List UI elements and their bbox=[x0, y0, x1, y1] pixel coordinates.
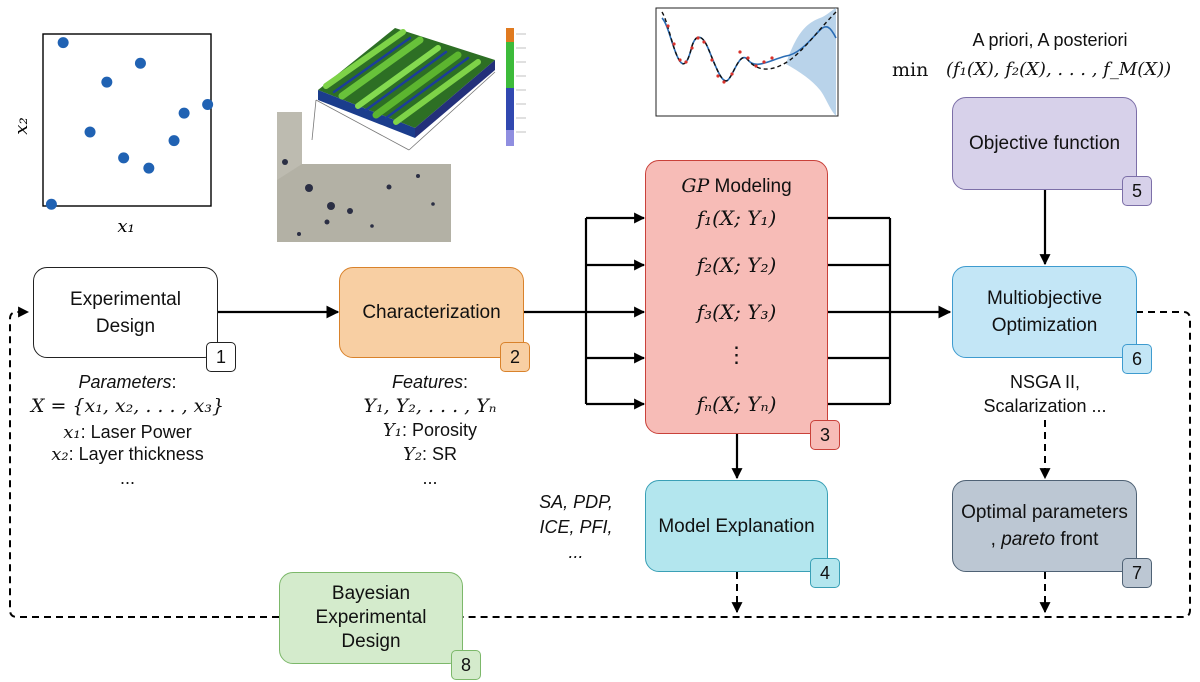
gp-modeling-word: Modeling bbox=[709, 176, 792, 197]
scatter-point bbox=[202, 99, 214, 111]
optimization-methods-line1: NSGA II, bbox=[1009, 372, 1081, 392]
characterization-box[interactable]: Characterization bbox=[339, 267, 524, 358]
microscopy-image bbox=[277, 112, 451, 242]
feature-y1-text: : Porosity bbox=[402, 420, 478, 440]
parameters-set: X = {x₁, x₂, . . . , x₃} bbox=[30, 395, 225, 417]
scatter-point bbox=[57, 37, 69, 49]
step-badge-5: 5 bbox=[1122, 176, 1152, 206]
scatter-point bbox=[101, 76, 113, 88]
multiobjective-label-line1: Multiobjective bbox=[986, 288, 1103, 309]
multiobjective-label-line2: Optimization bbox=[991, 315, 1098, 336]
features-more: ... bbox=[422, 468, 438, 488]
parameter-x1-symbol: x₁ bbox=[63, 422, 81, 443]
gp-model-2: f₂(X; Y₂) bbox=[696, 253, 777, 277]
scatter-point bbox=[168, 135, 180, 147]
gp-modeling-title: GP Modeling bbox=[681, 173, 791, 200]
model-explanation-label: Model Explanation bbox=[658, 515, 815, 537]
scatter-ylabel: x₂ bbox=[11, 117, 32, 134]
step-badge-1: 1 bbox=[206, 342, 236, 372]
parameter-x2-symbol: x₂ bbox=[51, 444, 69, 465]
optimization-methods-line2: Scalarization ... bbox=[983, 396, 1107, 416]
feedback-connectors bbox=[9, 306, 1191, 618]
scatter-point bbox=[45, 198, 57, 210]
parameters-more: ... bbox=[119, 468, 135, 488]
scatter-point bbox=[178, 107, 190, 119]
scatter-plot: x₁ x₂ bbox=[11, 33, 214, 237]
objective-approach: A priori, A posteriori bbox=[972, 30, 1128, 50]
step-badge-4: 4 bbox=[810, 558, 840, 588]
experimental-design-label-line2: Design bbox=[95, 315, 156, 337]
parameter-x2: x₂: Layer thickness bbox=[10, 442, 245, 467]
feature-y1: Y₁: Porosity bbox=[330, 418, 530, 443]
scatter-xlabel: x₁ bbox=[117, 216, 134, 237]
feature-y2-symbol: Y₂ bbox=[402, 444, 423, 465]
pareto-word: pareto bbox=[1001, 529, 1056, 550]
gp-regression-plot bbox=[655, 7, 839, 117]
scatter-point bbox=[143, 162, 155, 174]
connectors bbox=[218, 190, 1051, 480]
optimal-parameters-prefix: , bbox=[990, 529, 1002, 550]
optimal-parameters-line1: Optimal parameters bbox=[961, 502, 1128, 523]
features-heading-word: Features bbox=[391, 372, 464, 392]
feature-y2: Y₂: SR bbox=[330, 442, 530, 467]
explanation-methods-line1: SA, PDP, bbox=[539, 492, 613, 512]
features-heading-colon: : bbox=[463, 372, 469, 392]
optimal-parameters-box[interactable]: Optimal parameters , pareto front bbox=[952, 480, 1137, 572]
scatter-point bbox=[134, 57, 146, 69]
parameters-heading-word: Parameters bbox=[78, 372, 172, 392]
feature-y1-symbol: Y₁ bbox=[382, 420, 403, 441]
bayesian-label-line3: Design bbox=[341, 631, 401, 652]
scatter-point bbox=[118, 152, 130, 164]
optimal-parameters-line2: , pareto front bbox=[991, 526, 1099, 553]
objective-function-label: Objective function bbox=[968, 133, 1121, 154]
gp-model-ellipsis: ⋮ bbox=[725, 342, 748, 367]
characterization-label: Characterization bbox=[362, 302, 501, 323]
features-heading: Features: bbox=[330, 370, 530, 394]
step-badge-3: 3 bbox=[810, 420, 840, 450]
model-explanation-box[interactable]: Model Explanation bbox=[645, 480, 828, 572]
gp-model-n: fₙ(X; Yₙ) bbox=[696, 392, 777, 416]
step-badge-2: 2 bbox=[500, 342, 530, 372]
step-badge-8: 8 bbox=[451, 650, 481, 680]
step-badge-7: 7 bbox=[1122, 558, 1152, 588]
scatter-frame bbox=[42, 33, 212, 207]
features-set: Y₁, Y₂, . . . , Yₙ bbox=[363, 395, 497, 417]
feature-y2-text: : SR bbox=[422, 444, 458, 464]
objective-function-box[interactable]: Objective function bbox=[952, 97, 1137, 190]
multiobjective-optimization-box[interactable]: Multiobjective Optimization bbox=[952, 266, 1137, 358]
parameter-x1: x₁: Laser Power bbox=[20, 420, 235, 445]
step-badge-6: 6 bbox=[1122, 344, 1152, 374]
gp-model-3: f₃(X; Y₃) bbox=[696, 300, 777, 324]
objective-formula: (f₁(X), f₂(X), . . . , f_M(X)) bbox=[946, 59, 1172, 80]
surface-3d-image bbox=[311, 28, 526, 151]
gp-model-1: f₁(X; Y₁) bbox=[696, 206, 777, 230]
experimental-design-box[interactable]: Experimental Design bbox=[33, 267, 218, 358]
experimental-design-label-line1: Experimental bbox=[70, 288, 181, 310]
gp-modeling-box[interactable]: GP Modeling bbox=[645, 160, 828, 434]
parameters-heading-colon: : bbox=[171, 372, 177, 392]
parameter-x1-text: : Laser Power bbox=[80, 422, 192, 442]
bayesian-label-line1: Bayesian bbox=[331, 583, 411, 604]
explanation-methods-line3: ... bbox=[568, 542, 584, 562]
explanation-methods-line2: ICE, PFI, bbox=[539, 517, 613, 537]
bayesian-experimental-design-box[interactable]: Bayesian Experimental Design bbox=[279, 572, 463, 664]
parameter-x2-text: : Layer thickness bbox=[68, 444, 204, 464]
optimal-parameters-suffix: front bbox=[1055, 529, 1099, 550]
parameters-heading: Parameters: bbox=[20, 370, 235, 394]
bayesian-label-line2: Experimental bbox=[315, 607, 427, 628]
gp-symbol: GP bbox=[681, 175, 710, 197]
objective-min: min bbox=[892, 59, 929, 81]
scatter-point bbox=[84, 126, 96, 138]
